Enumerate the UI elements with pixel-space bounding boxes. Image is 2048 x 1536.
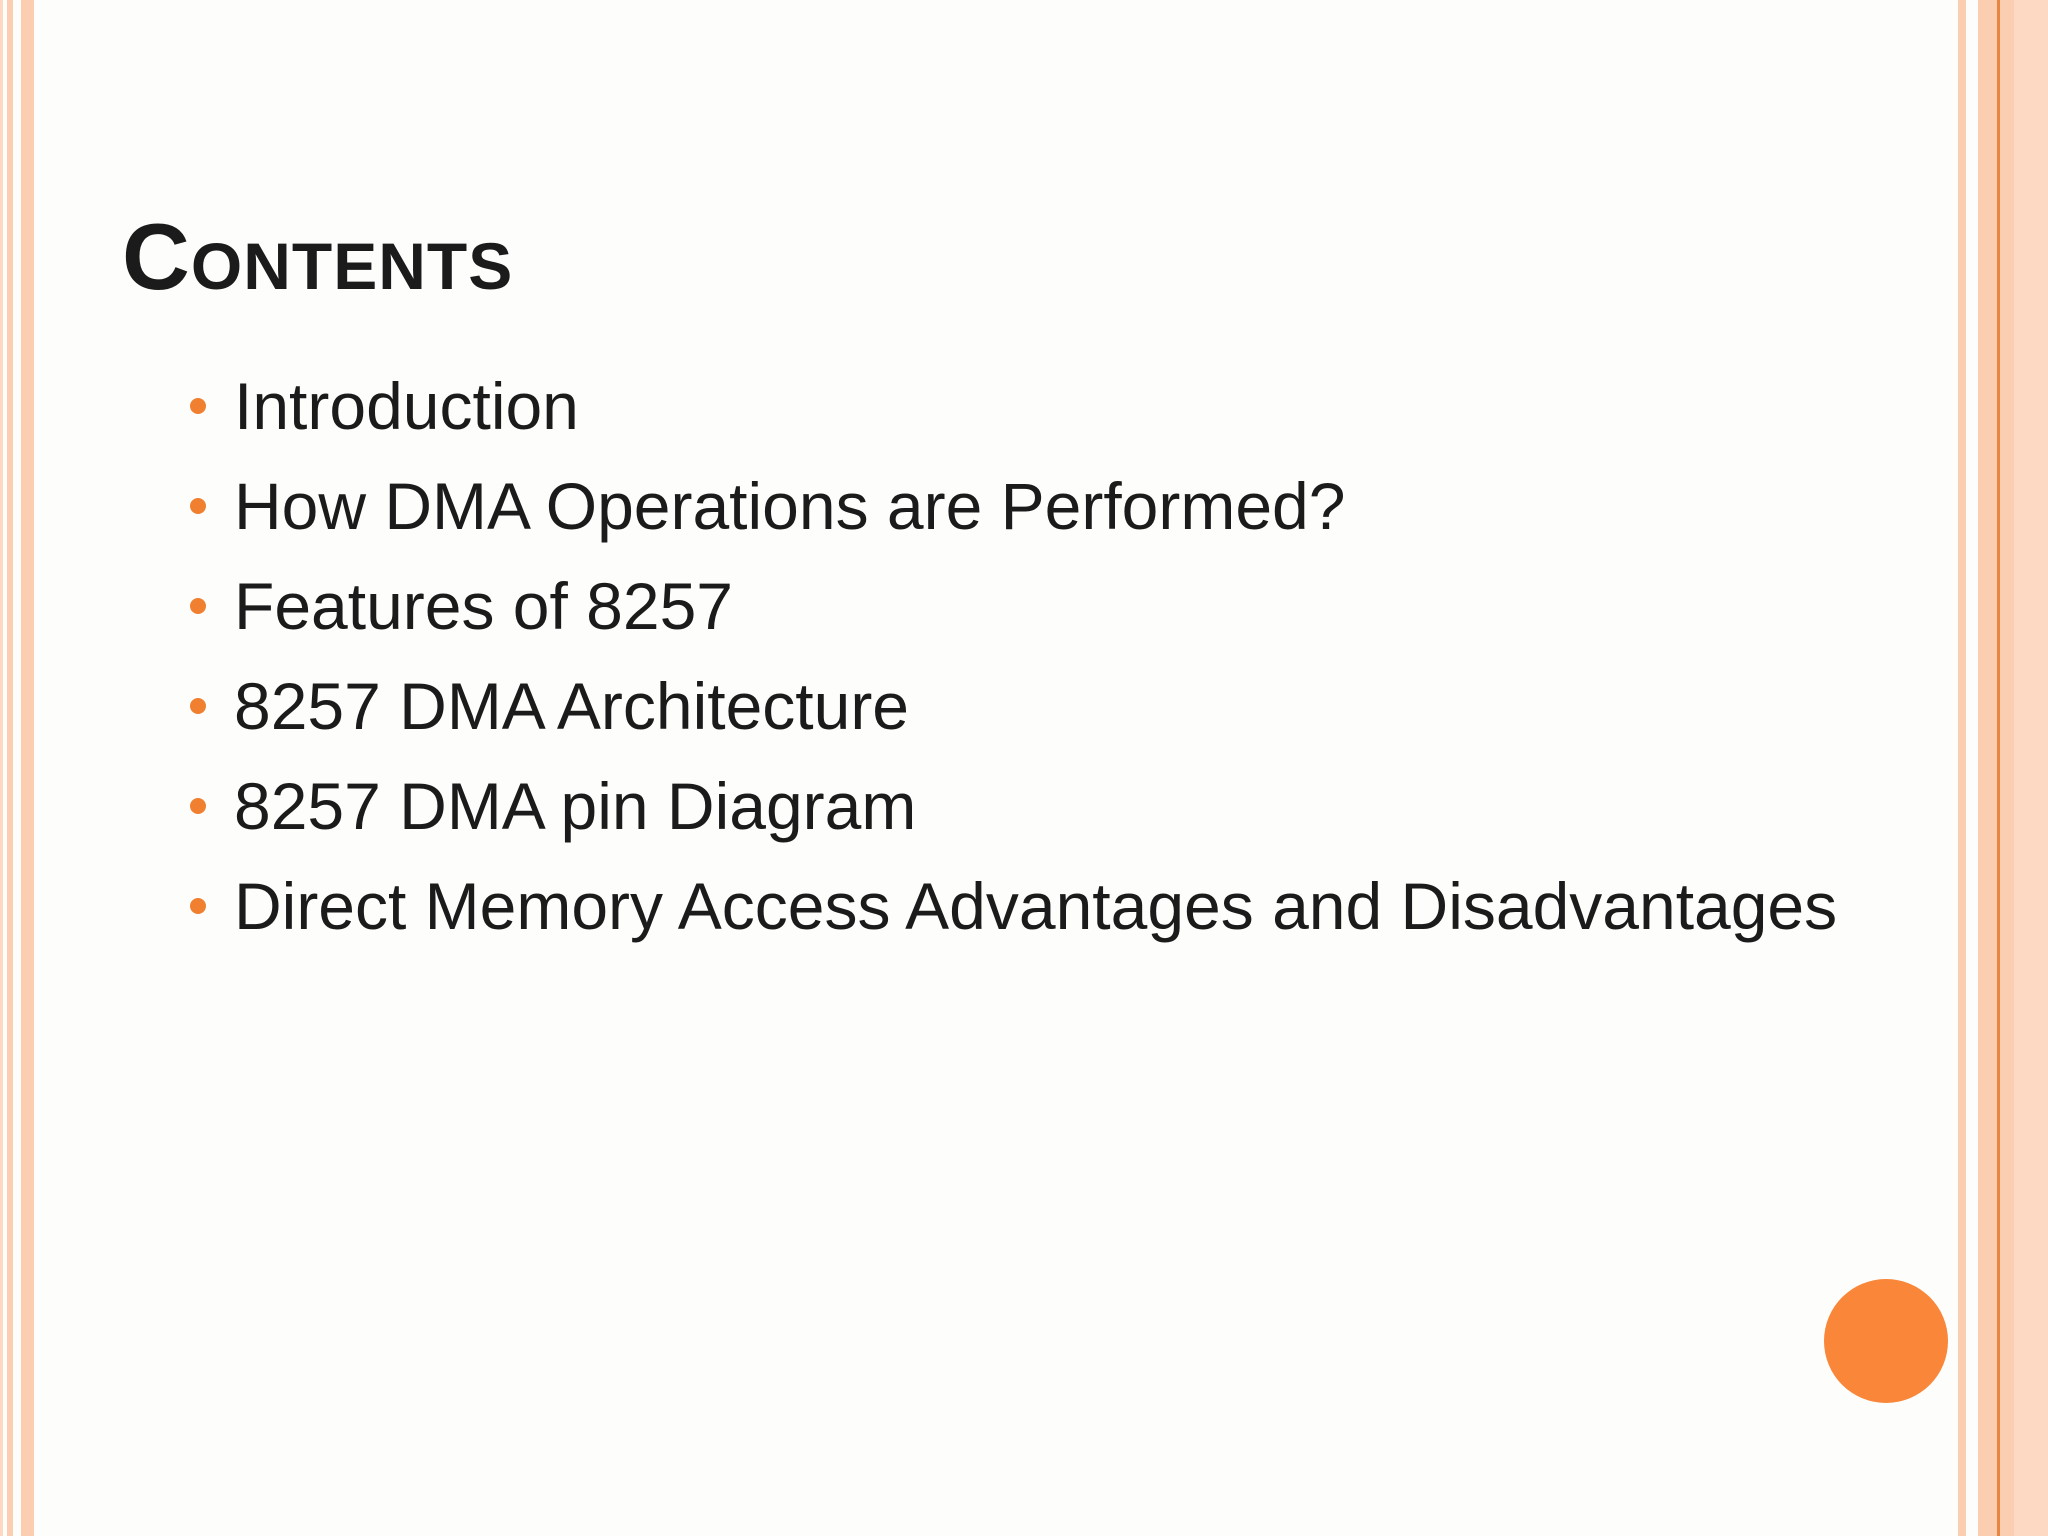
list-item-label: 8257 DMA pin Diagram [234, 769, 917, 843]
ring-bullet-icon [190, 698, 206, 714]
list-item-label: 8257 DMA Architecture [234, 669, 910, 743]
ring-bullet-icon [190, 598, 206, 614]
list-item-label: Direct Memory Access Advantages and Disa… [234, 869, 1838, 943]
ring-bullet-icon [190, 398, 206, 414]
contents-list: Introduction How DMA Operations are Perf… [190, 356, 1940, 956]
list-item: Introduction [190, 356, 1940, 456]
list-item: 8257 DMA Architecture [190, 656, 1940, 756]
list-item-label: How DMA Operations are Performed? [234, 469, 1346, 543]
accent-circle-decoration [1824, 1279, 1948, 1403]
list-item-label: Features of 8257 [234, 569, 733, 643]
left-striped-border-decoration [0, 0, 34, 1536]
list-item: 8257 DMA pin Diagram [190, 756, 1940, 856]
list-item: Direct Memory Access Advantages and Disa… [190, 856, 1940, 956]
right-striped-border-decoration [1958, 0, 2048, 1536]
ring-bullet-icon [190, 798, 206, 814]
ring-bullet-icon [190, 898, 206, 914]
list-item: How DMA Operations are Performed? [190, 456, 1940, 556]
list-item: Features of 8257 [190, 556, 1940, 656]
list-item-label: Introduction [234, 369, 579, 443]
ring-bullet-icon [190, 498, 206, 514]
page-title: Contents [122, 204, 514, 309]
